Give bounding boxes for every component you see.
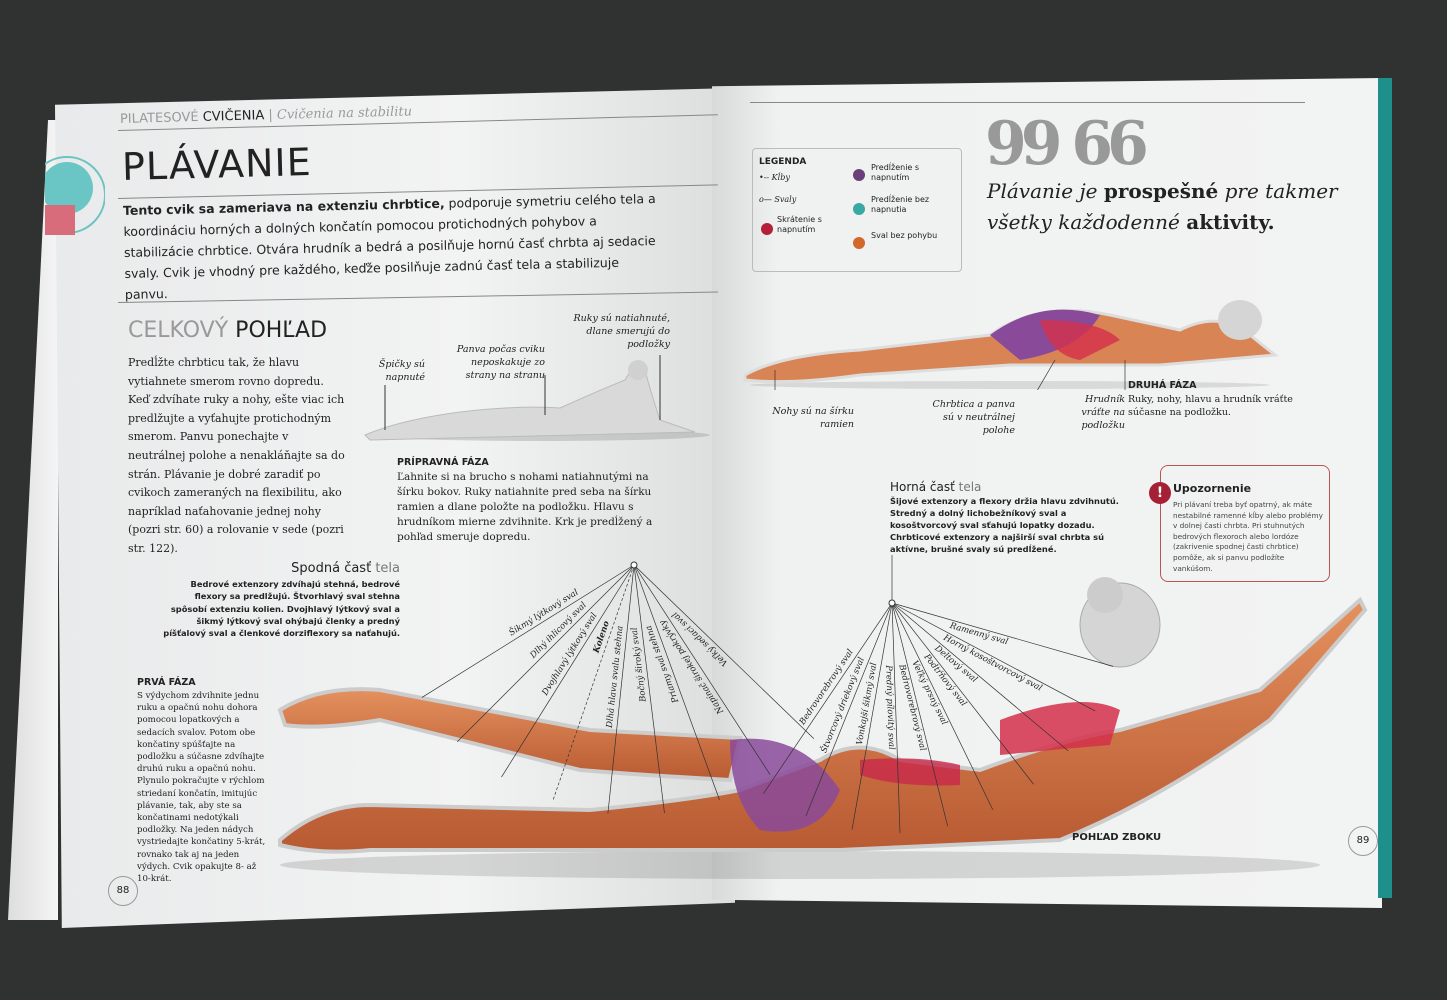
legend-swatch-static <box>853 237 865 249</box>
book-cover-edge <box>1378 78 1392 898</box>
legend-swatch-lengthening-tension <box>853 169 865 181</box>
pull-quote: Plávanie je prospešné pre takmer všetky … <box>987 179 1338 234</box>
page-number-left: 88 <box>108 876 138 906</box>
legend-joints: •-- Kĺby <box>759 173 790 182</box>
lower-body-text: Bedrové extenzory zdvíhajú stehná, bedro… <box>163 579 400 639</box>
prep-phase-text: Ľahnite si na brucho s nohami natiahnutý… <box>397 471 653 543</box>
caption-spine: Chrbtica a panva sú v neutrálnej polohe <box>932 399 1015 436</box>
warning-box: ! Upozornenie Pri plávaní treba byť opat… <box>1149 465 1330 582</box>
warning-icon: ! <box>1149 482 1171 504</box>
second-phase-title: DRUHÁ FÁZA <box>1128 380 1197 391</box>
legend: LEGENDA •-- Kĺby o— Svaly Skrátenie s na… <box>752 148 962 272</box>
legend-label: Predĺženie bez napnutia <box>871 195 930 214</box>
second-phase-figure <box>743 300 1279 390</box>
warning-title: Upozornenie <box>1173 482 1252 495</box>
caption-chest: Hrudník vráťte na podložku <box>1081 394 1125 431</box>
legend-swatch-lengthening <box>853 203 865 215</box>
overview-text: Predĺžte chrbticu tak, že hlavu vytiahne… <box>128 356 345 555</box>
second-phase-text: Ruky, nohy, hlavu a hrudník vráťte súčas… <box>1128 394 1293 418</box>
caption-pelvis: Panva počas cviku neposkakuje zo strany … <box>456 344 545 381</box>
warning-text: Pri plávaní treba byť opatrný, ak máte n… <box>1173 500 1323 573</box>
prep-phase-figure <box>364 355 710 441</box>
intro-paragraph: Tento cvik sa zameriava na extenziu chrb… <box>122 190 656 302</box>
page-title: PLÁVANIE <box>121 140 313 189</box>
legend-label: Skrátenie s napnutím <box>777 215 822 234</box>
view-label: POHĽAD ZBOKU <box>1072 832 1162 843</box>
upper-body-heading: Horná časť tela <box>890 480 982 494</box>
caption-arms: Ruky sú natiahnuté, dlane smerujú do pod… <box>573 313 670 350</box>
legend-swatch-shortening <box>761 223 773 235</box>
quote-icon: 99 66 <box>985 109 1149 179</box>
legend-label: Predĺženie s napnutím <box>871 163 920 182</box>
caption-legs: Nohy sú na šírku ramien <box>772 406 854 430</box>
chapter-tab-icon <box>28 150 106 240</box>
first-phase-title: PRVÁ FÁZA <box>137 677 196 688</box>
anatomy-figure <box>277 577 1368 879</box>
lower-body-heading: Spodná časť tela <box>291 561 400 576</box>
page-number-right: 89 <box>1348 826 1378 856</box>
caption-toes: Špičky sú napnuté <box>378 359 425 383</box>
upper-body-text: Šijové extenzory a flexory držia hlavu z… <box>890 496 1119 554</box>
prep-phase-title: PRÍPRAVNÁ FÁZA <box>397 457 489 468</box>
overview-heading: CELKOVÝ POHĽAD <box>128 318 328 343</box>
first-phase-text: S výdychom zdvihnite jednu ruku a opačnú… <box>137 691 266 885</box>
divider <box>750 102 1305 103</box>
legend-label: Sval bez pohybu <box>871 231 938 240</box>
legend-title: LEGENDA <box>759 157 807 167</box>
legend-muscles: o— Svaly <box>759 195 797 204</box>
